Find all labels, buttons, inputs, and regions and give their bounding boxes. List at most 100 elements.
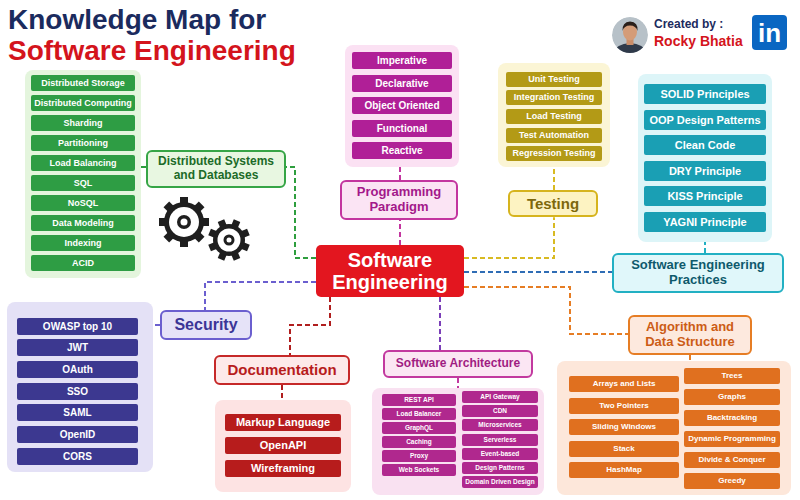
- topic-item: Regression Testing: [506, 146, 602, 161]
- topic-panel: SOLID PrinciplesOOP Design PatternsClean…: [638, 74, 772, 242]
- category-box: Algorithm and Data Structure: [628, 315, 752, 355]
- topic-item: Trees: [684, 368, 780, 384]
- node-label: Software Architecture: [396, 357, 520, 371]
- node-label: Distributed Storage: [41, 79, 125, 88]
- topic-item: Functional: [352, 120, 452, 137]
- node-label: OWASP top 10: [43, 322, 112, 332]
- gear-body: [213, 224, 245, 256]
- node-label: CORS: [63, 452, 92, 462]
- node-label: Test Automation: [519, 131, 589, 140]
- topic-item: Load Balancing: [31, 155, 135, 171]
- node-label: Stack: [613, 445, 634, 453]
- node-label: Load Balancer: [397, 411, 442, 418]
- topic-item: Load Testing: [506, 109, 602, 124]
- node-label: DRY Principle: [669, 166, 741, 177]
- node-label: Declarative: [375, 79, 428, 89]
- topic-item: Clean Code: [644, 135, 766, 155]
- topic-item: Integration Testing: [506, 90, 602, 105]
- node-label: Dynamic Programming: [688, 435, 776, 443]
- photo-hair: [622, 22, 637, 32]
- gear-icon: [208, 219, 249, 260]
- node-label: Imperative: [377, 56, 427, 66]
- node-label: Reactive: [381, 146, 422, 156]
- node-label: YAGNI Principle: [663, 217, 746, 228]
- node-label: Indexing: [64, 239, 101, 248]
- topic-item: SOLID Principles: [644, 84, 766, 104]
- category-box: Security: [160, 310, 252, 340]
- category-box: Documentation: [214, 355, 350, 385]
- topic-item: Indexing: [31, 235, 135, 251]
- category-box: Software Architecture: [383, 350, 533, 378]
- topic-item: Object Oriented: [352, 97, 452, 114]
- topic-item: YAGNI Principle: [644, 212, 766, 232]
- topic-item: OpenAPI: [225, 437, 341, 454]
- gear-hub: [224, 235, 235, 246]
- topic-panel: Markup LanguageOpenAPI Wireframing: [215, 400, 351, 492]
- node-label: ACID: [72, 259, 94, 268]
- topic-item: Stack: [569, 441, 679, 457]
- topic-item: JWT: [17, 339, 138, 356]
- node-label: SSO: [67, 387, 88, 397]
- node-label: JWT: [67, 343, 88, 353]
- topic-item: HashMap: [569, 462, 679, 478]
- topic-item: Load Balancer: [382, 408, 456, 420]
- node-label: HashMap: [606, 466, 642, 474]
- topic-item: SAML: [17, 404, 138, 421]
- node-label: Divide & Conquer: [698, 456, 765, 464]
- topic-item: OOP Design Patterns: [644, 110, 766, 130]
- node-label: Greedy: [718, 477, 746, 485]
- topic-item: Serverless: [462, 434, 538, 446]
- node-label: Wireframing: [251, 463, 315, 474]
- topic-item: API Gateway: [462, 391, 538, 403]
- topic-item: Unit Testing: [506, 72, 602, 87]
- topic-item: SQL: [31, 175, 135, 191]
- dashed-connector: [464, 287, 628, 334]
- dashed-connector: [464, 217, 554, 258]
- topic-item: Arrays and Lists: [569, 376, 679, 392]
- topic-item: Domain Driven Design: [462, 476, 538, 488]
- topic-panel: OWASP top 10JWTOAuthSSOSAMLOpenIDCORS: [7, 302, 153, 472]
- node-label: SQL: [74, 179, 93, 188]
- node-label: Security: [174, 316, 237, 334]
- node-label: Proxy: [410, 453, 428, 460]
- dashed-connector: [153, 324, 160, 326]
- central-topic: Software Engineering: [316, 245, 464, 297]
- node-label: OAuth: [62, 365, 93, 375]
- node-label: Regression Testing: [513, 149, 596, 158]
- topic-item: Imperative: [352, 52, 452, 69]
- topic-item: Sharding: [31, 115, 135, 131]
- node-label: Sharding: [63, 119, 102, 128]
- node-label: Functional: [377, 124, 428, 134]
- linkedin-logo: in: [752, 15, 787, 50]
- node-label: Distributed Computing: [34, 99, 132, 108]
- node-label: Two Pointers: [599, 402, 649, 410]
- node-label: Testing: [527, 195, 579, 212]
- node-label: GraphQL: [405, 425, 433, 432]
- topic-item: Microservices: [462, 419, 538, 431]
- topic-item: Two Pointers: [569, 398, 679, 414]
- node-label: Domain Driven Design: [465, 479, 534, 486]
- topic-item: Event-based: [462, 448, 538, 460]
- topic-item: Markup Language: [225, 414, 341, 431]
- gear-face: [218, 229, 241, 252]
- topic-item: Partitioning: [31, 135, 135, 151]
- node-label: Documentation: [227, 361, 336, 378]
- topic-item: NoSQL: [31, 195, 135, 211]
- category-box: Testing: [508, 190, 598, 217]
- node-label: Unit Testing: [528, 75, 579, 84]
- author-name: Rocky Bhatia: [654, 33, 743, 49]
- node-label: Distributed Systems and Databases: [156, 155, 276, 183]
- gear-icon: [159, 197, 209, 247]
- topic-item: Divide & Conquer: [684, 452, 780, 468]
- gear-body: [164, 202, 204, 242]
- topic-panel: REST APILoad BalancerGraphQLCachingProxy…: [372, 388, 544, 495]
- gear-hole: [227, 238, 232, 243]
- topic-item: Design Patterns: [462, 462, 538, 474]
- topic-item: ACID: [31, 255, 135, 271]
- gear-teeth: [159, 197, 209, 247]
- dashed-connector: [205, 282, 316, 310]
- topic-item: Wireframing: [225, 460, 341, 477]
- topic-item: DRY Principle: [644, 161, 766, 181]
- node-label: Software Engineering: [324, 249, 456, 293]
